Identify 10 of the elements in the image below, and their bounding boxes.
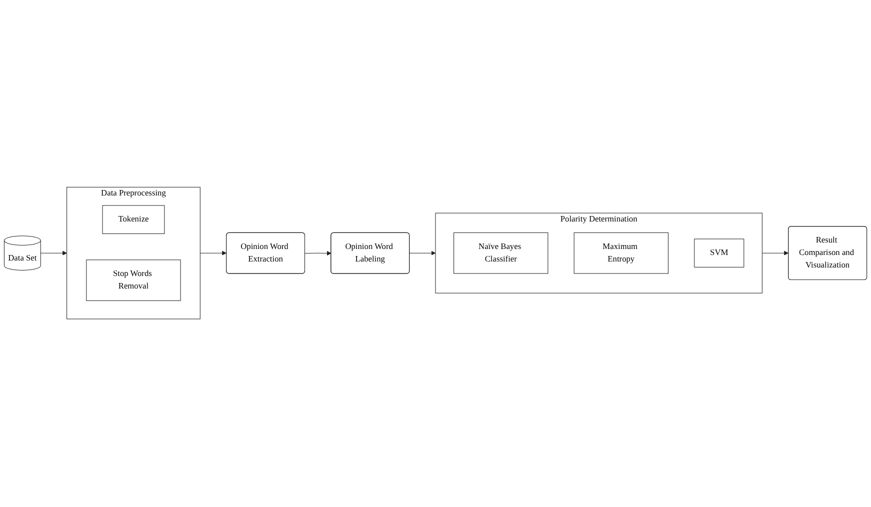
- node-box: Tokenize: [102, 206, 165, 234]
- node-box: SVM: [694, 239, 744, 268]
- arrow: [409, 251, 436, 256]
- arrow: [200, 251, 226, 256]
- arrow: [40, 251, 67, 256]
- node-box: Naïve Bayes Classifier: [454, 232, 548, 274]
- arrow: [304, 251, 332, 256]
- node-box: Maximum Entropy: [574, 232, 668, 274]
- arrow: [762, 251, 789, 256]
- node-box: Stop Words Removal: [86, 260, 181, 302]
